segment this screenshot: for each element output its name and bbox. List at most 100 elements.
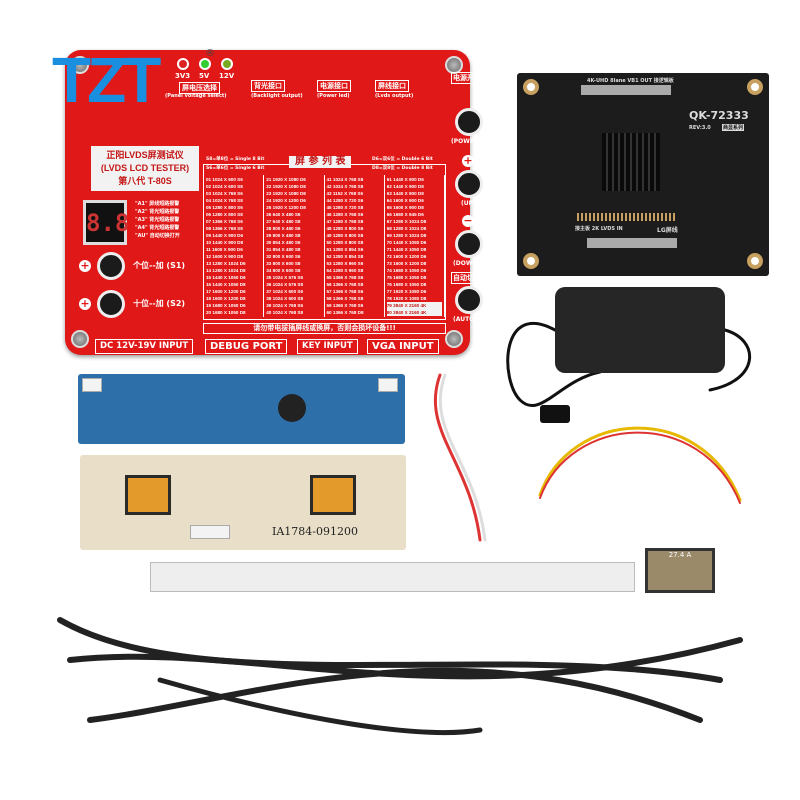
lvds-in-label: 接主板 2K LVDS IN <box>575 226 623 232</box>
connector <box>190 525 230 539</box>
resolution-entry: 43 1152 X 768 S6 <box>326 191 364 196</box>
down-button[interactable] <box>455 230 483 258</box>
resolution-entry: 64 1600 X 900 D6 <box>386 198 424 203</box>
debug-port: DEBUG PORT <box>205 339 288 354</box>
alarm-a2: "A2" 背光短路报警 <box>135 209 180 215</box>
yellow-cable <box>538 426 742 502</box>
auto-button[interactable] <box>455 286 483 314</box>
resolution-entry: 20 1680 X 1050 D8 <box>206 310 246 315</box>
power-label: 电源开关 <box>451 72 483 84</box>
plus-icon: + <box>79 297 91 310</box>
up-button[interactable] <box>455 170 483 198</box>
resolution-entry: 52 1280 X 854 S8 <box>326 254 364 259</box>
resolution-entry: 48 1280 X 800 S6 <box>326 226 364 231</box>
resolution-entry: 15 1440 X 1050 D6 <box>206 275 246 280</box>
lvds-port-en: (Lvds output) <box>375 93 414 99</box>
dc-input-port: DC 12V-19V INPUT <box>95 339 194 354</box>
alarm-a3: "A3" 背光短路报警 <box>135 217 180 223</box>
resolution-entry: 50 1280 X 800 S8 <box>326 240 364 245</box>
ffc-connector-label: 27.4 A <box>668 551 692 559</box>
resolution-table: S8=单8位 = Single 8 Bit S6=单6位 = Single 6 … <box>203 156 446 320</box>
alarm-a4: "A4" 背光短路报警 <box>135 225 180 231</box>
led-label-3v3: 3V3 <box>175 72 191 80</box>
resolution-entry: 79 3840 X 2160 4K <box>386 302 442 309</box>
up-en: (UP) <box>461 200 476 207</box>
inductor <box>278 394 306 422</box>
resolution-entry: 33 800 X 600 S8 <box>266 261 301 266</box>
legend-s8: S8=单8位 = Single 8 Bit <box>206 157 265 162</box>
resolution-entry: 70 1440 X 1050 D6 <box>386 240 427 245</box>
resolution-entry: 54 1280 X 960 S8 <box>326 268 364 273</box>
auto-en: (AUTO) <box>453 316 478 323</box>
alarm-a1: "A1" 屏线短路报警 <box>135 201 180 207</box>
adapter-model: QK-72333 <box>689 109 749 122</box>
resolution-entry: 27 640 X 480 S8 <box>266 219 301 224</box>
power-button[interactable] <box>455 108 483 136</box>
resolution-entry: 32 800 X 600 S6 <box>266 254 301 259</box>
lvds-in-connector <box>587 238 677 248</box>
resolution-entry: 16 1440 X 1050 D8 <box>206 282 246 287</box>
resolution-entry: 67 1280 X 1024 D8 <box>386 219 427 224</box>
led-label-12v: 12V <box>219 72 235 80</box>
plus-icon: + <box>79 259 91 272</box>
red-cable <box>539 431 741 504</box>
screw-icon <box>71 56 89 74</box>
resolution-entry: 37 1024 X 600 S6 <box>266 289 304 294</box>
seven-segment-display: 8.8 <box>83 200 129 245</box>
resolution-entry: 59 1366 X 768 S6 <box>326 303 364 308</box>
resolution-entry: 69 1280 X 1024 D8 <box>386 233 427 238</box>
resolution-entry: 36 1024 X 576 S8 <box>266 282 304 287</box>
connector <box>82 378 102 392</box>
resolution-entry: 47 1280 X 768 S8 <box>326 219 364 224</box>
resolution-entry: 17 1600 X 1200 D6 <box>206 289 246 294</box>
resolution-entry: 10 1440 X 900 D8 <box>206 240 244 245</box>
resolution-entry: 04 1024 X 768 S8 <box>206 198 243 203</box>
resolution-entry: 71 1440 X 1050 D8 <box>386 247 427 252</box>
resolution-entry: 05 1280 X 800 S6 <box>206 205 243 210</box>
auto-label: 自动切换 <box>451 272 483 284</box>
title-en: (LVDS LCD TESTER) <box>100 163 190 173</box>
alarm-list: "A1" 屏线短路报警 "A2" 背光短路报警 "A3" 背光短路报警 "A4"… <box>135 200 180 240</box>
resolution-entry: 22 1920 X 1080 D8 <box>266 184 306 189</box>
resolution-entry: 61 1440 X 900 D6 <box>386 177 424 182</box>
minus-icon: − <box>462 214 474 227</box>
lvds-tester-board: 3V3 5V 12V 屏电压选择 (Panel voltage select) … <box>65 50 483 355</box>
s1-button[interactable] <box>97 252 125 280</box>
resolution-entry: 40 1024 X 768 S8 <box>266 310 304 315</box>
legend-s6: S6=单6位 = Single 6 Bit <box>206 166 265 171</box>
resolution-entry: 28 800 X 480 S6 <box>266 226 301 231</box>
resolution-entry: 66 1680 X 945 D6 <box>386 212 424 217</box>
resolution-entry: 39 1024 X 768 S6 <box>266 303 304 308</box>
power-adapter <box>555 287 725 373</box>
resolution-entry: 53 1280 X 960 S6 <box>326 261 364 266</box>
resolution-entry: 44 1280 X 720 S6 <box>326 198 364 203</box>
resolution-entry: 56 1366 X 768 S8 <box>326 282 364 287</box>
resolution-entry: 12 1600 X 900 D8 <box>206 254 244 259</box>
screw-icon <box>71 330 89 348</box>
power-port-en: (Power led) <box>317 93 350 99</box>
transformer <box>125 475 171 515</box>
vb1-connector <box>581 85 671 95</box>
resolution-entry: 03 1024 X 768 S6 <box>206 191 243 196</box>
power-port-label: 电源接口 <box>317 80 351 92</box>
model-label: 第八代 T-80S <box>118 176 172 186</box>
resolution-entry: 65 1600 X 900 D8 <box>386 205 424 210</box>
dc-cable <box>708 328 751 392</box>
resolution-entry: 49 1280 X 800 S8 <box>326 233 364 238</box>
resolution-entry: 08 1366 X 768 S8 <box>206 226 243 231</box>
resolution-entry: 80 3840 X 2160 4K <box>386 309 442 316</box>
adapter-series: 商显系列 <box>722 124 745 131</box>
power-cord <box>506 321 602 408</box>
s1-label: 个位--加 (S1) <box>133 261 186 270</box>
inverter-board-blue <box>78 374 405 444</box>
resolution-entry: 72 1600 X 1200 D6 <box>386 254 427 259</box>
s2-button[interactable] <box>97 290 125 318</box>
resolution-entry: 38 1024 X 600 S8 <box>266 296 304 301</box>
resolution-entry: 30 854 X 480 S6 <box>266 240 301 245</box>
resolution-entry: 06 1280 X 800 S8 <box>206 212 243 217</box>
resolution-entry: 35 1024 X 576 S6 <box>266 275 304 280</box>
title-cn: 正阳LVDS屏测试仪 <box>106 150 184 160</box>
wire-harness <box>433 373 482 542</box>
